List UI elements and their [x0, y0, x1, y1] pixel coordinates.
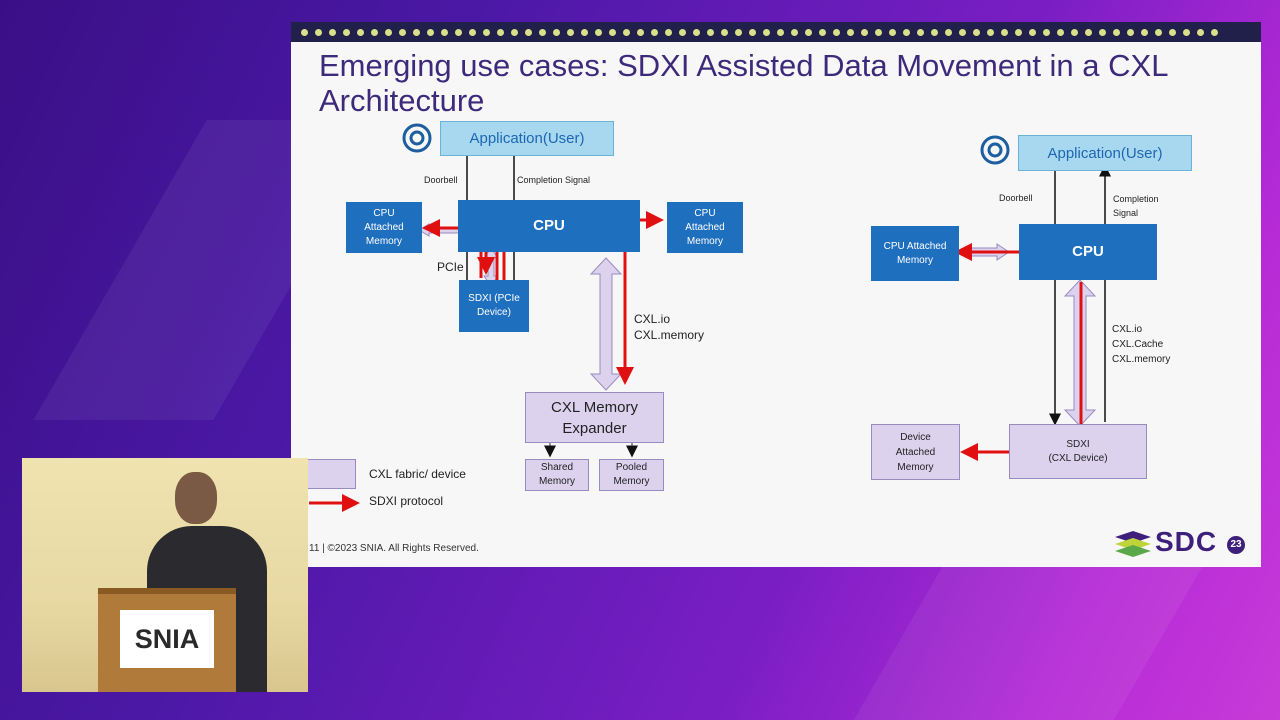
speaker-video-inset: SNIA: [22, 458, 308, 692]
completion-signal-label: Completion Signal: [517, 175, 591, 185]
speaker-head: [175, 472, 217, 524]
slide-footer: 11 | ©2023 SNIA. All Rights Reserved.: [309, 543, 479, 554]
cpu-attached-memory-right: CPU Attached Memory: [667, 202, 743, 253]
sdc-logo: SDC 23: [1113, 526, 1248, 559]
legend-fabric-swatch: [301, 459, 356, 489]
application-user-box: Application(User): [440, 121, 614, 156]
cxl-memory-expander-box: CXL Memory Expander: [525, 392, 664, 443]
pooled-memory-box: Pooled Memory: [599, 459, 664, 491]
cxl-link-label: CXL.io CXL.Cache CXL.memory: [1112, 324, 1171, 365]
pcie-label: PCIe: [437, 260, 464, 274]
cpu-label: CPU: [1072, 243, 1104, 260]
application-user-box: Application(User): [1018, 135, 1192, 171]
legend-fabric-label: CXL fabric/ device: [369, 467, 466, 481]
decorative-dot-row: [301, 22, 1218, 42]
logo-year-badge: 23: [1227, 536, 1245, 554]
presentation-slide: Emerging use cases: SDXI Assisted Data M…: [291, 22, 1261, 567]
slide-title: Emerging use cases: SDXI Assisted Data M…: [319, 48, 1168, 118]
logo-text: SDC: [1155, 526, 1218, 557]
sdxi-pcie-device-box: SDXI (PCIe Device): [459, 280, 529, 332]
shared-memory-box: Shared Memory: [525, 459, 589, 491]
target-icon: [980, 135, 1010, 165]
cpu-attached-memory: CPU Attached Memory: [871, 226, 959, 281]
doorbell-label: Doorbell: [999, 193, 1033, 203]
podium-sign: SNIA: [120, 610, 214, 668]
cpu-attached-memory-left: CPU Attached Memory: [346, 202, 422, 253]
legend-protocol-label: SDXI protocol: [369, 494, 444, 508]
cpu-label: CPU: [533, 217, 565, 234]
cxl-link-arrow: [589, 257, 623, 391]
cpu-box: CPU: [1019, 224, 1157, 280]
background-shape: [853, 560, 1207, 720]
completion-signal-label: Completion Signal: [1113, 194, 1159, 218]
sdxi-cxl-device-box: SDXI (CXL Device): [1009, 424, 1147, 479]
device-attached-memory-box: Device Attached Memory: [871, 424, 960, 480]
target-icon: [402, 123, 432, 153]
cxl-link-label: CXL.io CXL.memory: [634, 312, 705, 342]
diagram-connectors: [309, 128, 1111, 512]
slide-top-bar: [291, 22, 1261, 42]
layers-icon: [1115, 531, 1151, 557]
doorbell-label: Doorbell: [424, 175, 458, 185]
cpu-box: CPU: [458, 200, 640, 252]
